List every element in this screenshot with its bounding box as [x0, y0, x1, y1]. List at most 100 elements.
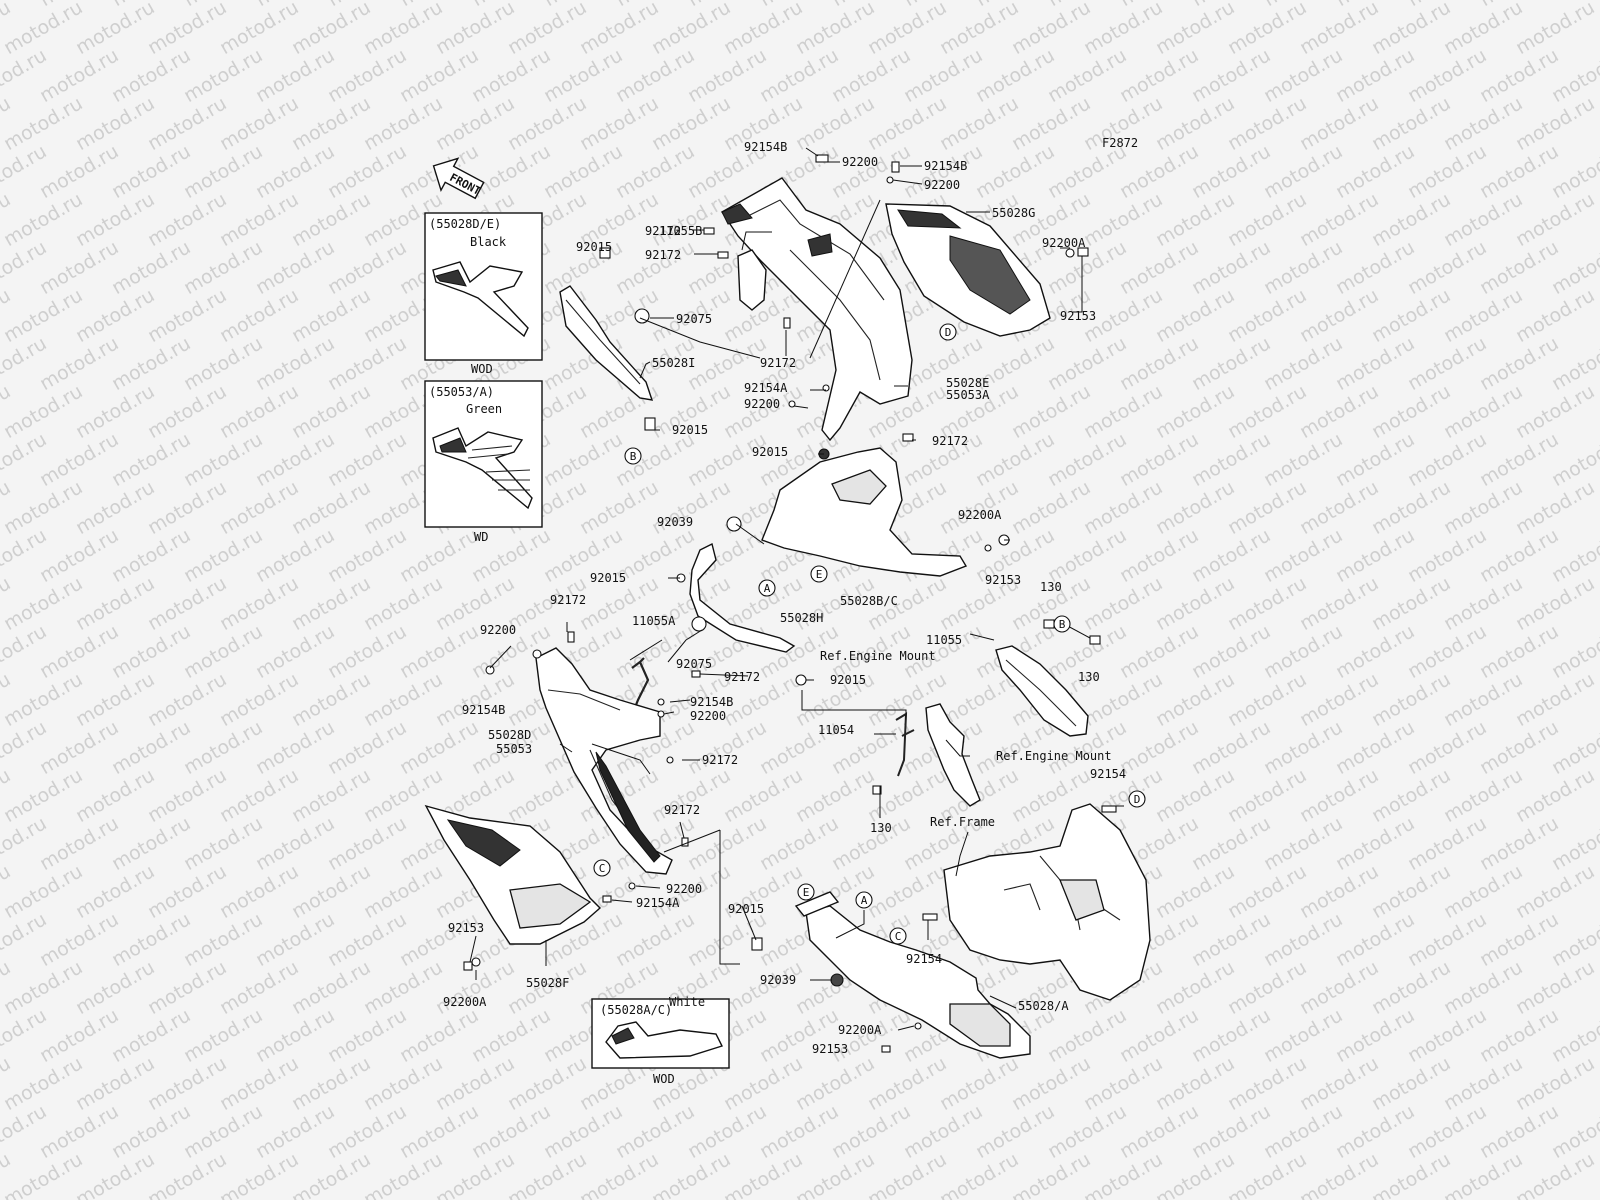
part-label: 92172	[724, 670, 760, 684]
part-label: 92015	[728, 902, 764, 916]
inset-green-variant: WD	[474, 530, 488, 544]
part-label: 92200	[924, 178, 960, 192]
part-label: 92200	[842, 155, 878, 169]
bracket-lower-e	[794, 891, 840, 917]
ref-a-lower: A	[861, 894, 868, 907]
part-label: 55028F	[526, 976, 569, 990]
part-label: 92200	[480, 623, 516, 637]
side-panel-55028d	[535, 647, 673, 875]
part-label: 92172	[645, 224, 681, 238]
part-label: 92172	[550, 593, 586, 607]
part-label: 55028E	[946, 376, 989, 390]
part-label: 55028H	[780, 611, 823, 625]
middle-fairing-panel	[761, 447, 968, 577]
part-label: 55053	[496, 742, 532, 756]
part-label: 11055	[926, 633, 962, 647]
inset-white: (55028A/C) White WOD	[591, 995, 730, 1086]
inset-white-variant: WOD	[653, 1072, 675, 1086]
part-label: 92200	[666, 882, 702, 896]
part-label: Ref.Engine Mount	[996, 749, 1112, 763]
part-label: 92172	[760, 356, 796, 370]
inner-strip-55028h	[689, 542, 796, 653]
inset-white-color: White	[669, 995, 705, 1009]
part-label: 92153	[812, 1042, 848, 1056]
inset-green-part: (55053/A)	[429, 385, 494, 399]
frame-reference	[943, 803, 1151, 1001]
inset-green-color: Green	[466, 402, 502, 416]
part-label: 92015	[752, 445, 788, 459]
part-label: 92039	[760, 973, 796, 987]
part-label: 92172	[702, 753, 738, 767]
part-label: 92200A	[443, 995, 487, 1009]
part-label: 92200A	[1042, 236, 1086, 250]
part-label: 92015	[672, 423, 708, 437]
inset-green: (55053/A) Green WD	[424, 380, 543, 544]
part-label: 92153	[985, 573, 1021, 587]
part-label: 11055A	[632, 614, 676, 628]
inset-black: (55028D/E) Black WOD	[424, 212, 543, 376]
part-label: Ref.Engine Mount	[820, 649, 936, 663]
ref-e-mid: E	[816, 568, 823, 581]
part-label: 92154A	[744, 381, 788, 395]
part-label: 92200A	[958, 508, 1002, 522]
ref-c-left: C	[599, 862, 606, 875]
part-label: 55028/A	[1018, 999, 1069, 1013]
upper-center-panel	[721, 177, 913, 442]
part-label: 92154B	[462, 703, 505, 717]
part-label: 55028G	[992, 206, 1035, 220]
part-label: 92154B	[690, 695, 733, 709]
part-label: 92154	[906, 952, 942, 966]
inset-black-variant: WOD	[471, 362, 493, 376]
part-label: 92039	[657, 515, 693, 529]
bracket-11054	[895, 712, 915, 777]
part-label: Ref.Frame	[930, 815, 995, 829]
leader-lines	[469, 147, 1124, 1031]
part-labels: 92154B 92200 92154B 92200 55028G 92172 1…	[443, 140, 1126, 1056]
engine-mount-bracket-center	[925, 703, 981, 807]
part-label: 55028I	[652, 356, 695, 370]
part-label: 92200	[744, 397, 780, 411]
part-label: 92154B	[924, 159, 967, 173]
part-label: 55028D	[488, 728, 531, 742]
front-arrow-icon: FRONT	[432, 157, 485, 200]
part-label: 11055B	[659, 224, 702, 238]
part-label: 92154	[1090, 767, 1126, 781]
ref-e-lower: E	[803, 886, 810, 899]
part-label: 92015	[590, 571, 626, 585]
figure-code: F2872	[1102, 136, 1138, 150]
ref-b-right: B	[1059, 618, 1066, 631]
ref-a-mid: A	[764, 582, 771, 595]
part-label: 92153	[448, 921, 484, 935]
inset-black-color: Black	[470, 235, 507, 249]
part-label: 130	[870, 821, 892, 835]
side-bracket-55028i	[559, 285, 654, 401]
part-label: 92154A	[636, 896, 680, 910]
part-label: 92154B	[744, 140, 787, 154]
part-label: 55053A	[946, 388, 990, 402]
part-label: 92172	[664, 803, 700, 817]
part-label: 92200	[690, 709, 726, 723]
bracket-11055a	[631, 657, 650, 711]
part-label: 92015	[576, 240, 612, 254]
ref-d-upper: D	[945, 326, 952, 339]
part-label: 55028B/C	[840, 594, 898, 608]
part-label: 92200A	[838, 1023, 882, 1037]
part-label: 92015	[830, 673, 866, 687]
ref-b-left: B	[630, 450, 637, 463]
reference-marks: D B A E B C D E A C	[593, 323, 1146, 945]
part-label: 92153	[1060, 309, 1096, 323]
part-label: 130	[1040, 580, 1062, 594]
part-label: 92172	[645, 248, 681, 262]
part-label: 92075	[676, 312, 712, 326]
part-label: 92075	[676, 657, 712, 671]
part-label: 92172	[932, 434, 968, 448]
engine-mount-bracket-right	[995, 645, 1089, 737]
ref-d-right: D	[1134, 793, 1141, 806]
part-label: 130	[1078, 670, 1100, 684]
inset-white-part: (55028A/C)	[600, 1003, 672, 1017]
bracket-11055b	[737, 249, 767, 311]
ref-c-lower: C	[895, 930, 902, 943]
inset-black-part: (55028D/E)	[429, 217, 501, 231]
